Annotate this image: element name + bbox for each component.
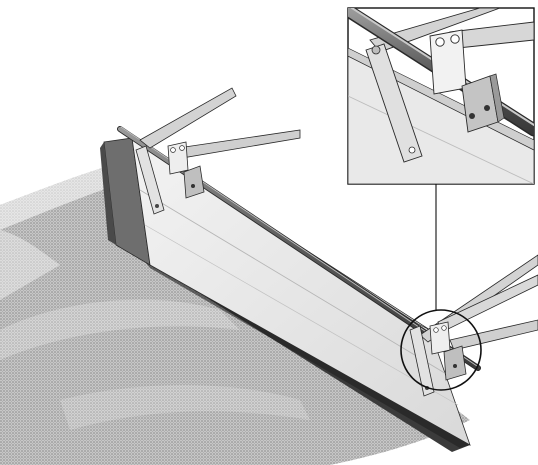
gutter-box-underside [115,240,470,452]
detail-callout [400,184,482,391]
detail-inset [347,7,535,185]
left-bracket [135,87,301,215]
right-bracket [409,254,538,397]
